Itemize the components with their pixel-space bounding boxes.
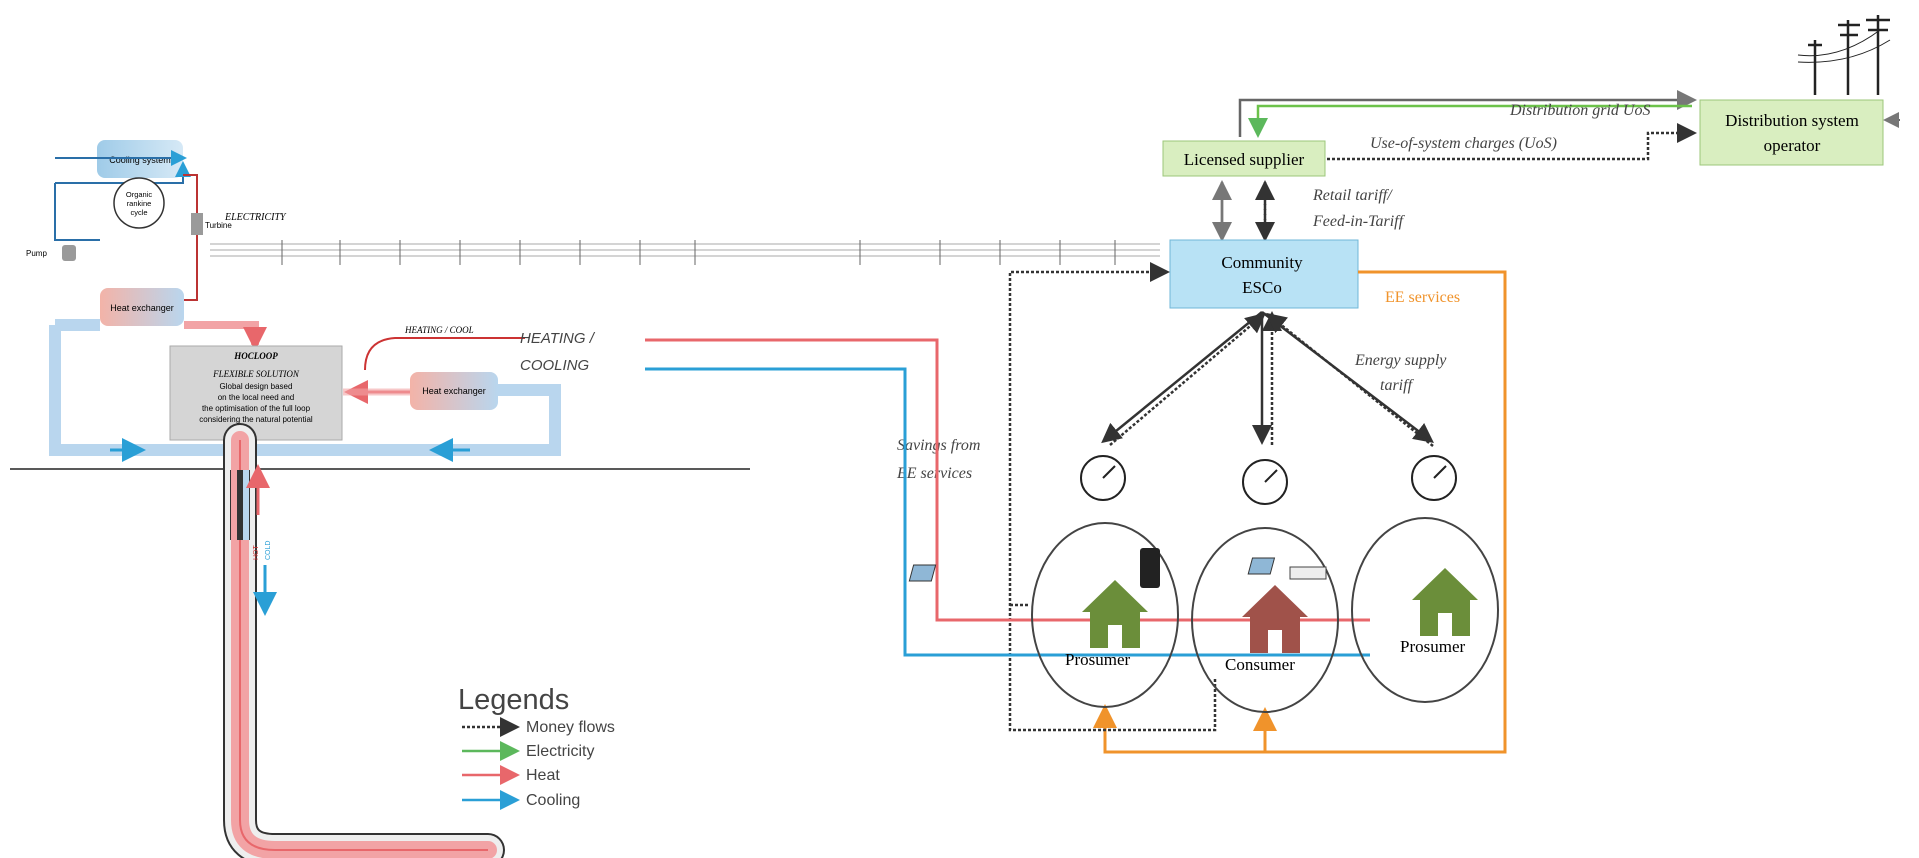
retail-tariff-label-2: Feed-in-Tariff — [1312, 213, 1406, 230]
dso-box — [1699, 99, 1884, 166]
borehole-outer — [223, 423, 505, 858]
esco-meter-flows — [1101, 311, 1434, 447]
transmission-line — [210, 240, 1160, 265]
heating-line — [645, 338, 1370, 622]
flexible-solution-label: FLEXIBLE SOLUTION — [212, 369, 300, 379]
licensed-supplier-label: Licensed supplier — [1184, 150, 1305, 169]
savings-label-2: EE services — [896, 465, 972, 482]
prosumer-right-circle — [1351, 517, 1499, 703]
cooling-loop-line — [55, 161, 191, 184]
battery-icon — [1140, 548, 1160, 588]
cold-label: COLD — [265, 541, 272, 560]
legend-heat-label: Heat — [526, 767, 560, 784]
ee-services-label: EE services — [1385, 289, 1460, 306]
hocloop-desc-1: Global design based — [220, 382, 293, 391]
heating-label: HEATING / — [520, 330, 596, 347]
legend: Legends Money flows Electricity Heat Coo… — [458, 684, 615, 810]
esco-label-2: ESCo — [1242, 278, 1282, 297]
pump-icon — [62, 245, 76, 261]
prosumer-right-label: Prosumer — [1400, 637, 1466, 656]
savings-label-1: Savings from — [897, 437, 980, 454]
energy-supply-label-2: tariff — [1380, 377, 1415, 394]
electricity-label: ELECTRICITY — [224, 212, 287, 223]
solar-panel-icon — [908, 557, 1276, 582]
hot-label: HOT — [253, 545, 260, 561]
legend-money-label: Money flows — [526, 719, 615, 736]
cooling-line — [645, 367, 1370, 657]
legend-cooling-label: Cooling — [526, 792, 580, 809]
energy-market: Distribution system operator Licensed su… — [645, 15, 1900, 754]
savings-money-flow — [1008, 262, 1217, 732]
borehole-hot-pipe — [231, 431, 497, 858]
uos-charges-label: Use-of-system charges (UoS) — [1370, 135, 1557, 152]
heat-exchanger-right — [410, 372, 498, 410]
power-pylon-icon — [1797, 15, 1891, 95]
hocloop-box — [169, 345, 343, 441]
consumer-label: Consumer — [1225, 655, 1295, 674]
dso-grid-flow — [1238, 90, 1697, 137]
hocloop-desc-3: the optimisation of the full loop — [202, 404, 311, 413]
meter-icon — [1080, 455, 1457, 505]
prosumer-left-circle — [1031, 522, 1179, 708]
consumer-circle — [1191, 527, 1339, 713]
electricity-flow — [1248, 104, 1692, 138]
cooling-loop — [49, 325, 561, 456]
heat-exchanger-top-label: Heat exchanger — [110, 303, 174, 313]
hocloop-desc-2: on the local need and — [218, 393, 295, 402]
uos-money-flow — [1327, 123, 1697, 161]
dso-label-2: operator — [1764, 136, 1821, 155]
air-conditioner-icon — [1289, 566, 1327, 580]
turbine-icon — [191, 213, 203, 235]
pump-label: Pump — [26, 249, 47, 258]
esco-label-1: Community — [1221, 253, 1303, 272]
hocloop-desc-4: considering the natural potential — [199, 415, 313, 424]
distribution-grid-uos-label: Distribution grid UoS — [1509, 102, 1650, 119]
heat-exchanger-right-label: Heat exchanger — [422, 386, 486, 396]
heating-cool-small-label: HEATING / COOL — [404, 325, 474, 335]
retail-tariff-label-1: Retail tariff/ — [1312, 187, 1393, 204]
heat-exchanger-top — [100, 288, 184, 326]
dso-label-1: Distribution system — [1725, 111, 1859, 130]
hocloop-title: HOCLOOP — [233, 351, 278, 361]
orc-circle — [113, 177, 165, 229]
cooling-system-label: Cooling system — [109, 155, 171, 165]
licensed-supplier-box — [1162, 140, 1326, 177]
legend-electricity-label: Electricity — [526, 743, 594, 760]
house-icon — [1082, 568, 1478, 653]
prosumer-left-label: Prosumer — [1065, 650, 1131, 669]
energy-supply-label-1: Energy supply — [1354, 352, 1447, 369]
turbine-label: Turbine — [205, 221, 232, 230]
cooling-label: COOLING — [520, 357, 590, 374]
community-esco-box — [1169, 239, 1359, 309]
legend-title: Legends — [458, 684, 569, 716]
